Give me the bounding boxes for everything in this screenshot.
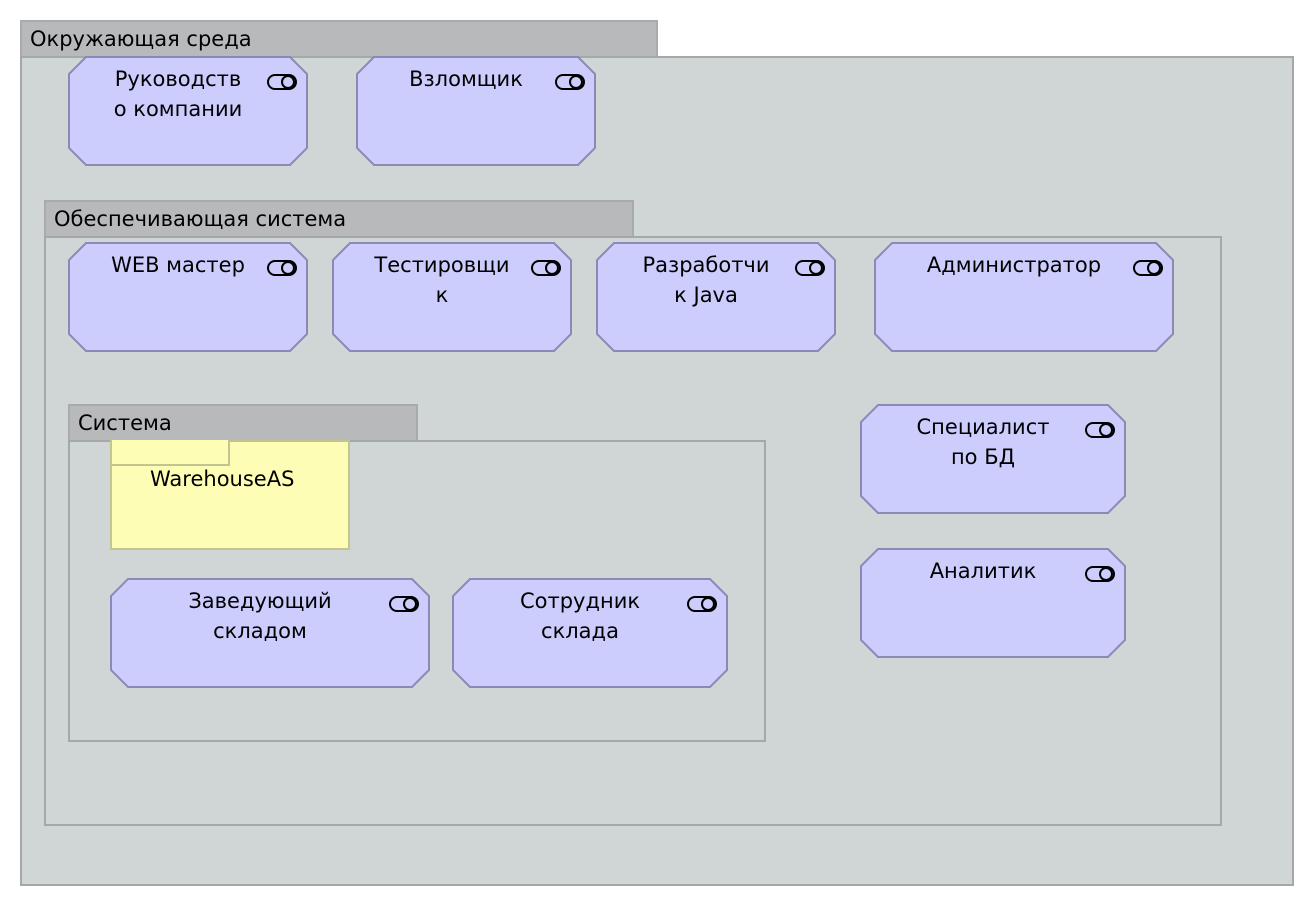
role-label: WEB мастер bbox=[111, 253, 245, 277]
role-analyst[interactable]: Аналитик bbox=[860, 548, 1126, 658]
role-java-developer[interactable]: Разработчи к Java bbox=[596, 242, 836, 352]
role-label: Администратор bbox=[926, 253, 1102, 277]
role-label: Руководств о компании bbox=[113, 67, 243, 121]
role-toggle-icon bbox=[1133, 260, 1163, 276]
role-tester[interactable]: Тестировщи к bbox=[332, 242, 572, 352]
role-label: Сотрудник склада bbox=[519, 589, 641, 643]
group-support-title[interactable]: Обеспечивающая система bbox=[44, 200, 634, 238]
role-hacker[interactable]: Взломщик bbox=[356, 56, 596, 166]
role-shape bbox=[110, 578, 430, 688]
role-toggle-icon bbox=[389, 596, 419, 612]
role-shape bbox=[874, 242, 1174, 352]
role-toggle-icon bbox=[1085, 566, 1115, 582]
role-toggle-icon bbox=[267, 260, 297, 276]
role-web-master[interactable]: WEB мастер bbox=[68, 242, 308, 352]
role-label: Заведующий складом bbox=[188, 589, 332, 643]
role-toggle-icon bbox=[1085, 422, 1115, 438]
system-component-warehouseas[interactable]: WarehouseAS bbox=[110, 440, 350, 550]
role-label: Аналитик bbox=[929, 559, 1037, 583]
role-shape bbox=[356, 56, 596, 166]
role-db-specialist[interactable]: Специалист по БД bbox=[860, 404, 1126, 514]
role-toggle-icon bbox=[555, 74, 585, 90]
role-toggle-icon bbox=[687, 596, 717, 612]
role-management[interactable]: Руководств о компании bbox=[68, 56, 308, 166]
role-toggle-icon bbox=[795, 260, 825, 276]
role-shape bbox=[596, 242, 836, 352]
role-warehouse-staff[interactable]: Сотрудник склада bbox=[452, 578, 728, 688]
group-system-title[interactable]: Система bbox=[68, 404, 418, 442]
role-label: Специалист по БД bbox=[916, 415, 1050, 469]
role-toggle-icon bbox=[267, 74, 297, 90]
role-shape bbox=[452, 578, 728, 688]
role-label: Тестировщи к bbox=[374, 253, 510, 307]
role-shape bbox=[68, 242, 308, 352]
group-environment-title[interactable]: Окружающая среда bbox=[20, 20, 658, 58]
role-shape bbox=[860, 404, 1126, 514]
role-label: Взломщик bbox=[409, 67, 523, 91]
system-component-label: WarehouseAS bbox=[150, 467, 295, 491]
component-tab bbox=[110, 440, 230, 466]
role-shape bbox=[860, 548, 1126, 658]
role-warehouse-manager[interactable]: Заведующий складом bbox=[110, 578, 430, 688]
role-label: Разработчи к Java bbox=[642, 253, 770, 307]
role-shape bbox=[332, 242, 572, 352]
role-administrator[interactable]: Администратор bbox=[874, 242, 1174, 352]
role-shape bbox=[68, 56, 308, 166]
role-toggle-icon bbox=[531, 260, 561, 276]
